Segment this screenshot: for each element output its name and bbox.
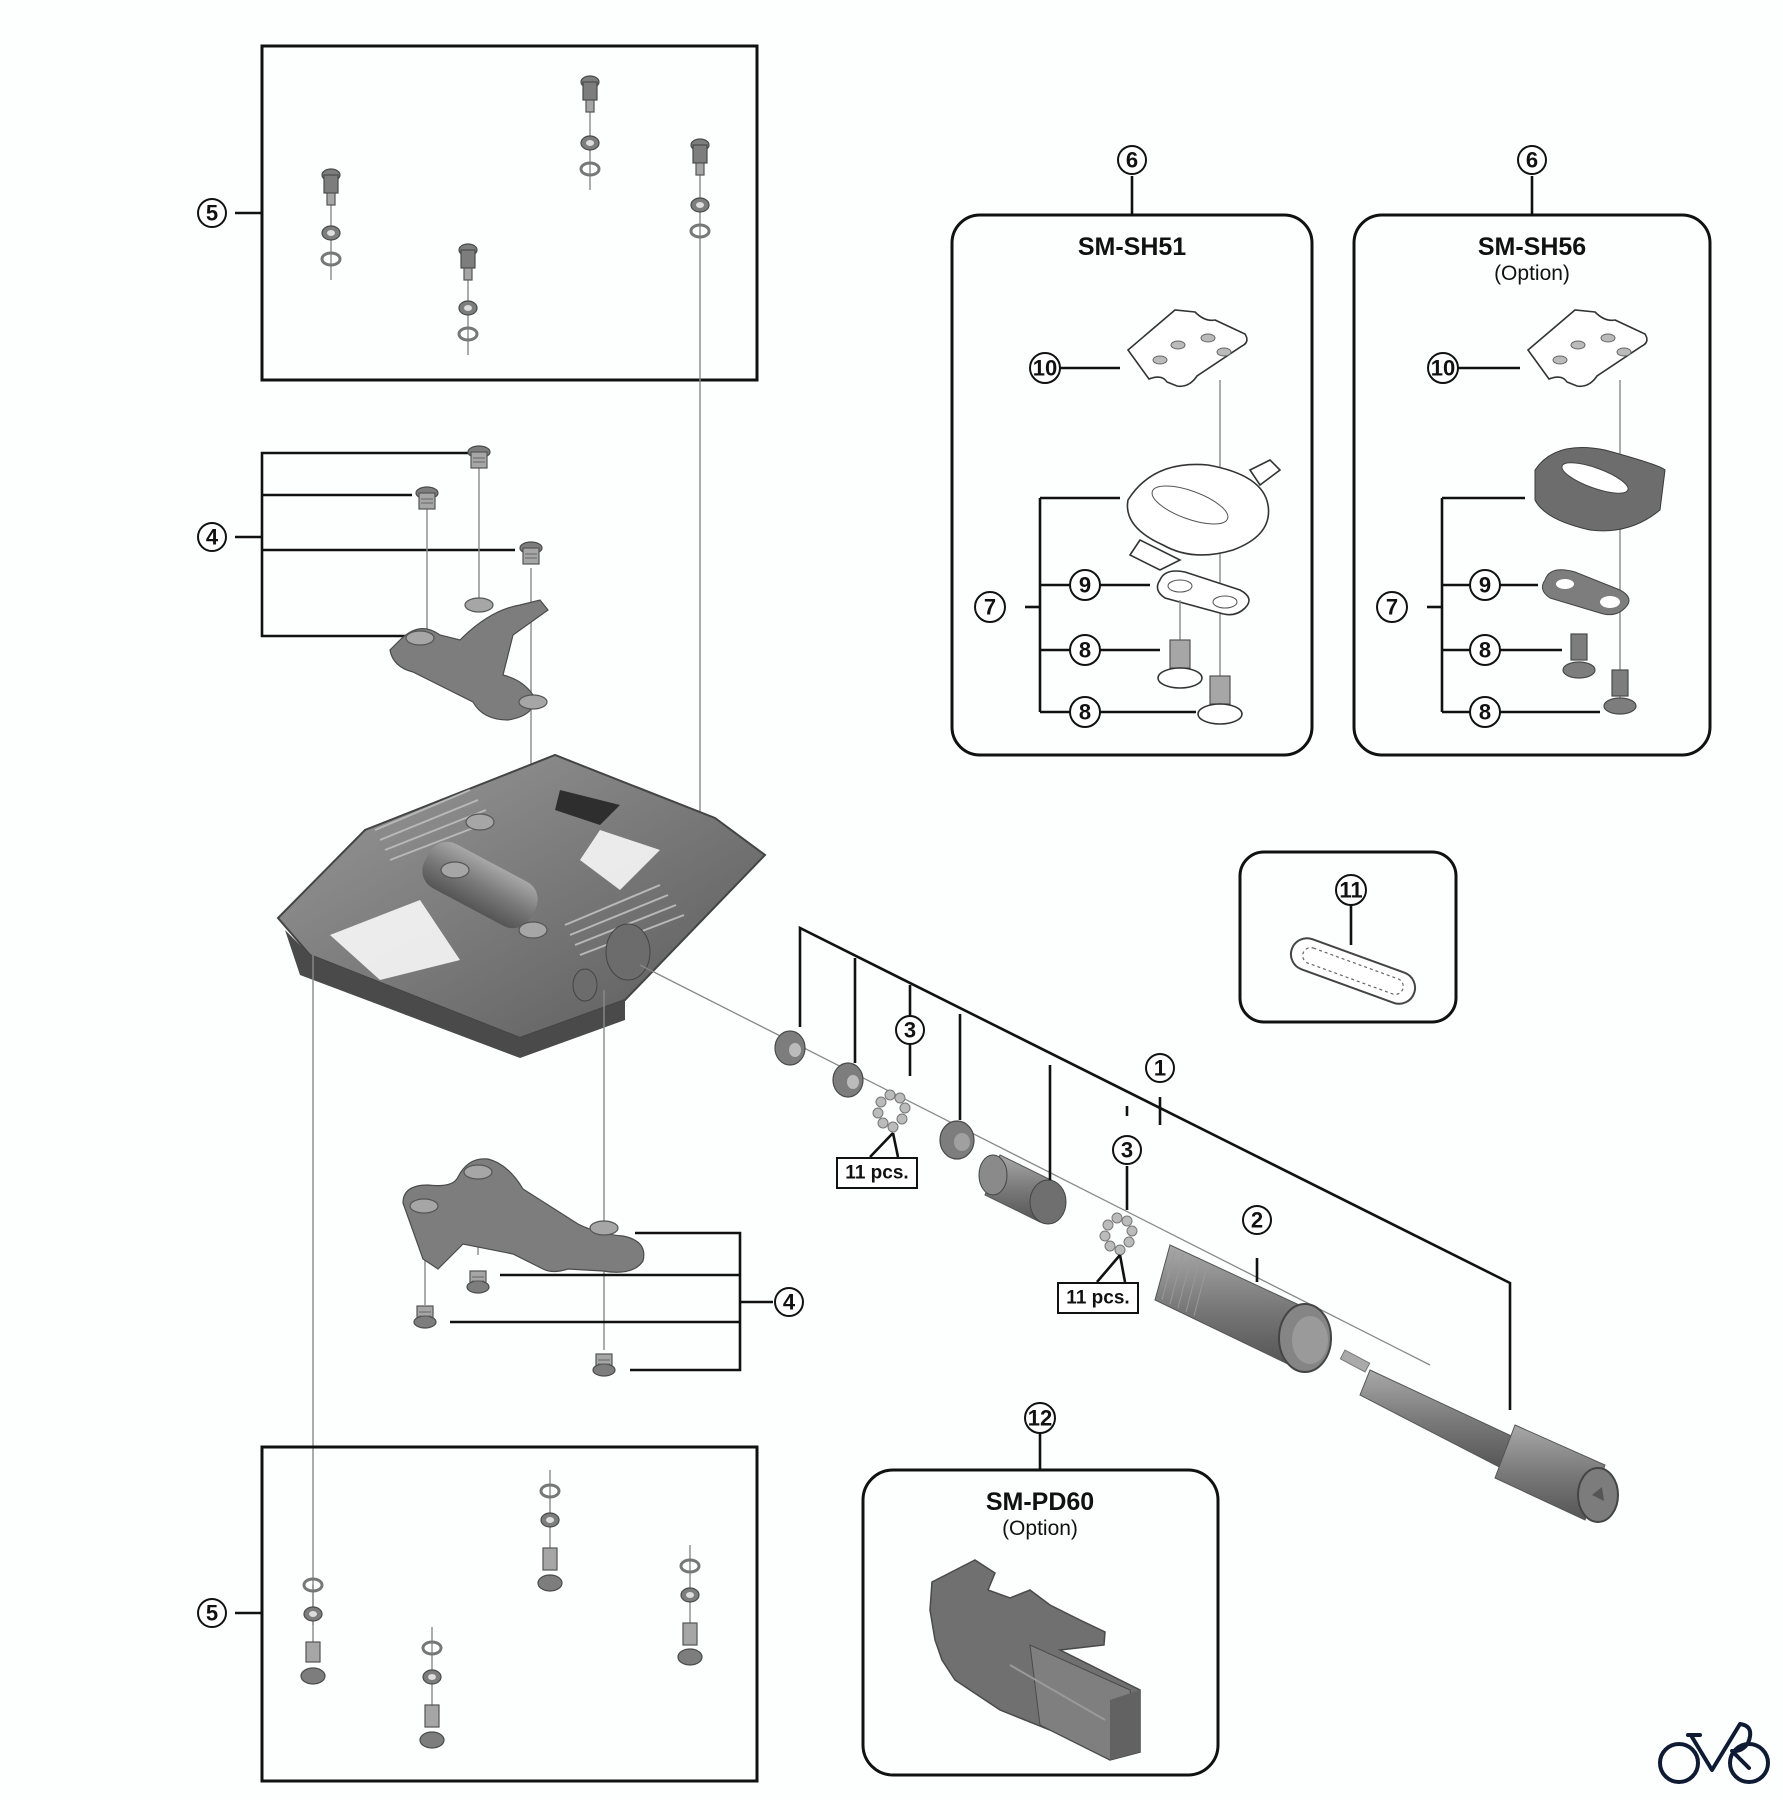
callout-label: 5	[206, 201, 218, 226]
callout-label: 10	[1033, 356, 1057, 381]
panel-title-sh51: SM-SH51	[1078, 233, 1186, 261]
callout-10-sh56[interactable]: 10	[1427, 352, 1459, 384]
callout-5-top[interactable]: 5	[197, 198, 227, 228]
panel-subtitle-pd60: (Option)	[1002, 1517, 1078, 1540]
callout-8a-sh51[interactable]: 8	[1069, 634, 1101, 666]
axle-parts	[774, 1030, 1619, 1523]
steel-balls	[872, 1089, 911, 1133]
callout-label: 9	[1079, 573, 1091, 598]
callout-9-sh56[interactable]: 9	[1469, 569, 1501, 601]
callout-label: 7	[1386, 595, 1398, 620]
panel-sm-pd60: 12 SM-PD60 (Option)	[861, 1402, 1220, 1777]
callout-12[interactable]: 12	[1024, 1402, 1056, 1434]
pedal-body	[276, 753, 767, 1058]
pd60-adapter	[929, 1559, 1141, 1761]
panel-sm-sh51: 6 SM-SH51 10 7	[950, 145, 1314, 757]
callout-label: 8	[1479, 700, 1491, 725]
callout-3a[interactable]: 3	[895, 1015, 925, 1045]
top-spring-screw-box: 5	[197, 44, 759, 860]
bicycle-logo-icon	[1658, 1722, 1770, 1784]
lock-nut	[774, 1030, 806, 1066]
spring-screw-stack	[320, 168, 342, 280]
callout-9-sh51[interactable]: 9	[1069, 569, 1101, 601]
callout-3b[interactable]: 3	[1112, 1135, 1142, 1165]
quantity-text: 11 pcs.	[845, 1163, 908, 1184]
callout-4-bottom[interactable]: 4	[774, 1287, 804, 1317]
callout-8b-sh56[interactable]: 8	[1469, 696, 1501, 728]
callout-8b-sh51[interactable]: 8	[1069, 696, 1101, 728]
pedal-spindle	[1339, 1349, 1619, 1523]
quantity-text: 11 pcs.	[1066, 1288, 1129, 1309]
top-cleat-plate-group: 4	[197, 445, 549, 930]
callout-label: 6	[1126, 148, 1138, 173]
callout-10-sh51[interactable]: 10	[1029, 352, 1061, 384]
bottom-spring-screw-box: 5	[197, 1445, 759, 1783]
callout-label: 2	[1251, 1208, 1263, 1233]
steel-balls	[1099, 1212, 1138, 1256]
spacer-bushing	[939, 1120, 975, 1160]
callout-2[interactable]: 2	[1242, 1205, 1272, 1235]
callout-label: 4	[783, 1290, 796, 1315]
spring-screw-stack	[300, 1577, 326, 1685]
quantity-label-balls-a: 11 pcs.	[836, 1157, 918, 1189]
callout-4-top[interactable]: 4	[197, 522, 227, 552]
callout-label: 3	[904, 1018, 916, 1043]
spring-screw-stack	[689, 138, 711, 860]
axle-axis-line	[639, 964, 1431, 1366]
callout-1[interactable]: 1	[1145, 1053, 1175, 1083]
bottom-cleat-plate-group: 4	[312, 955, 804, 1625]
callout-5-bottom[interactable]: 5	[197, 1598, 227, 1628]
callout-label: 8	[1079, 638, 1091, 663]
callout-11[interactable]: 11	[1335, 874, 1367, 906]
bearing-sleeve	[978, 1154, 1067, 1225]
callout-label: 4	[206, 525, 219, 550]
callout-label: 3	[1121, 1138, 1133, 1163]
callout-6-sh51[interactable]: 6	[1117, 145, 1147, 175]
callout-7-sh51[interactable]: 7	[974, 591, 1006, 623]
callout-label: 12	[1028, 1406, 1052, 1431]
callout-7-sh56[interactable]: 7	[1376, 591, 1408, 623]
callout-label: 8	[1479, 638, 1491, 663]
callout-label: 11	[1339, 878, 1362, 903]
callout-label: 7	[984, 595, 996, 620]
panel-title-pd60: SM-PD60	[986, 1488, 1094, 1516]
callout-label: 1	[1154, 1056, 1166, 1081]
callout-label: 9	[1479, 573, 1491, 598]
spring-screw-stack	[419, 1627, 445, 1749]
callout-label: 8	[1079, 700, 1091, 725]
callout-label: 10	[1431, 356, 1455, 381]
cone-nut	[832, 1062, 864, 1098]
callout-6-sh56[interactable]: 6	[1517, 145, 1547, 175]
spring-screw-stack	[457, 243, 479, 355]
panel-title-sh56: SM-SH56	[1478, 233, 1586, 261]
panel-part-11: 11	[1238, 850, 1458, 1024]
callout-label: 5	[206, 1601, 218, 1626]
quantity-label-balls-b: 11 pcs.	[1057, 1282, 1139, 1314]
spring-screw-stack	[579, 75, 601, 190]
panel-subtitle-sh56: (Option)	[1494, 262, 1570, 285]
axle-leader-lines	[798, 925, 1512, 1410]
callout-label: 6	[1526, 148, 1538, 173]
panel-sm-sh56: 6 SM-SH56 (Option) 10 7 9	[1352, 145, 1712, 757]
callout-8a-sh56[interactable]: 8	[1469, 634, 1501, 666]
axle-sleeve	[1154, 1244, 1332, 1373]
spring-screw-stack	[537, 1470, 563, 1592]
spring-screw-stack	[677, 1545, 703, 1666]
